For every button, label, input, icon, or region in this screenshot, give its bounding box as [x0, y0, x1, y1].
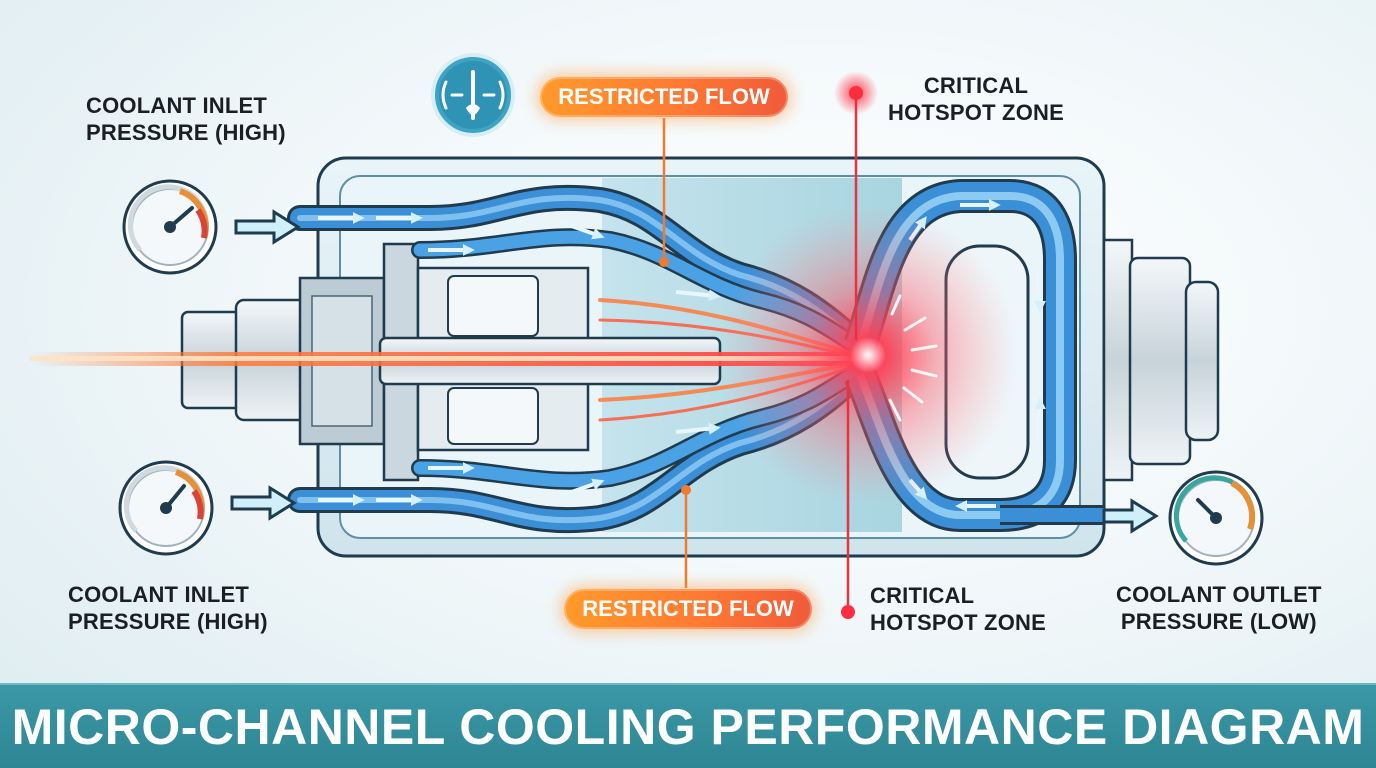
pressure-gauge-icon	[118, 460, 214, 556]
pressure-gauge-icon	[1168, 470, 1264, 566]
hotspot-label-top: CRITICAL HOTSPOT ZONE	[888, 72, 1064, 126]
inlet-label-bottom-line1: COOLANT INLET	[68, 582, 250, 607]
external-flow-arrows	[230, 209, 1159, 534]
right-end-cap	[1128, 256, 1192, 466]
inlet-label-top-line2: PRESSURE (HIGH)	[86, 120, 286, 145]
title-bar: MICRO-CHANNEL COOLING PERFORMANCE DIAGRA…	[0, 683, 1376, 768]
hotspot-label-bottom-line1: CRITICAL	[870, 583, 975, 608]
hotspot-glow	[718, 205, 1018, 505]
hotspot-label-bottom-line2: HOTSPOT ZONE	[870, 610, 1046, 635]
restricted-flow-badge-top: RESTRICTED FLOW	[540, 77, 788, 117]
hotspot-label-bottom: CRITICAL HOTSPOT ZONE	[870, 582, 1046, 636]
hotspot-label-top-line2: HOTSPOT ZONE	[888, 100, 1064, 125]
inlet-label-top-line1: COOLANT INLET	[86, 93, 268, 118]
inlet-label-top: COOLANT INLET PRESSURE (HIGH)	[86, 92, 286, 146]
outlet-label-line2: PRESSURE (LOW)	[1120, 609, 1317, 634]
page-title: MICRO-CHANNEL COOLING PERFORMANCE DIAGRA…	[11, 699, 1365, 755]
inlet-label-bottom-line2: PRESSURE (HIGH)	[68, 609, 268, 634]
flow-arrow-icon	[318, 199, 1046, 512]
leader-lines	[659, 71, 878, 619]
pressure-gauge-icon	[122, 179, 218, 275]
outlet-label-line1: COOLANT OUTLET	[1116, 582, 1322, 607]
coolant-flow-icon	[431, 53, 515, 137]
hotspot-label-top-line1: CRITICAL	[923, 73, 1029, 98]
restricted-flow-badge-bottom: RESTRICTED FLOW	[564, 589, 812, 629]
outlet-label: COOLANT OUTLET PRESSURE (LOW)	[1116, 581, 1322, 635]
inlet-label-bottom: COOLANT INLET PRESSURE (HIGH)	[68, 581, 268, 635]
